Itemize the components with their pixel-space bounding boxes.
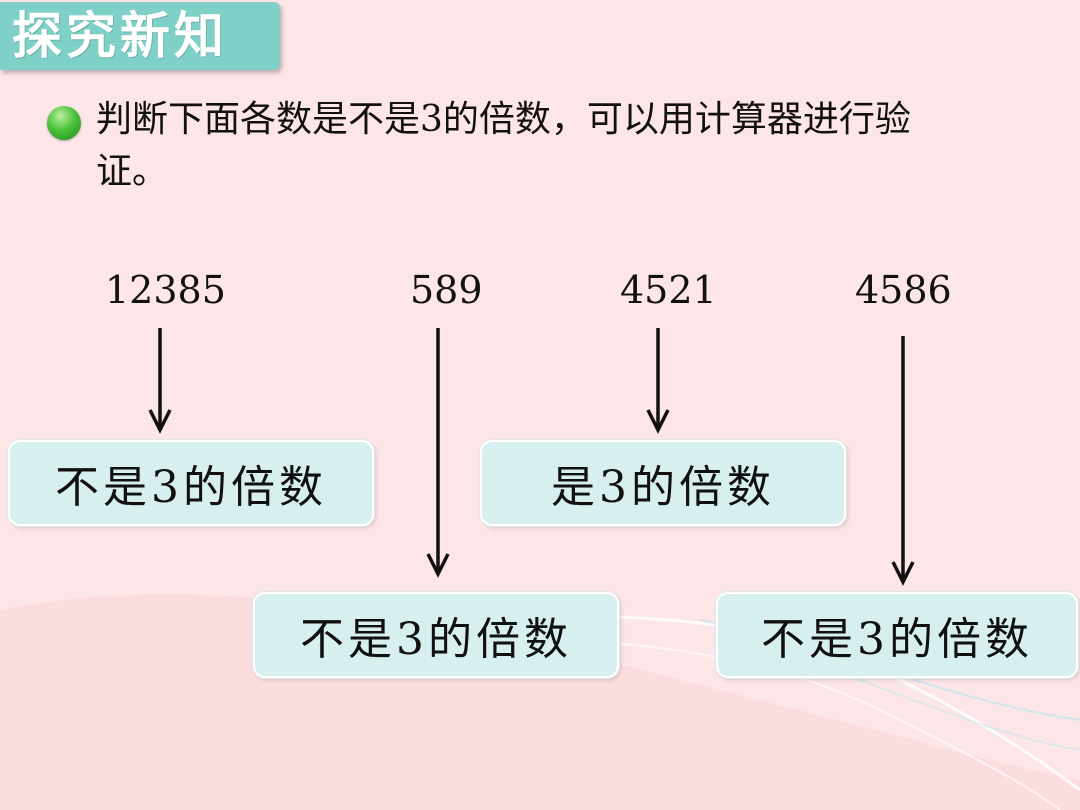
down-arrow-icon <box>148 328 172 434</box>
down-arrow-icon <box>891 336 915 586</box>
number-label: 589 <box>410 268 483 312</box>
down-arrow-icon <box>646 328 670 434</box>
answer-box: 是3的倍数 <box>480 440 846 526</box>
green-circle-bullet-icon <box>47 106 81 140</box>
answer-text: 是3的倍数 <box>551 462 775 513</box>
answer-box: 不是3的倍数 <box>716 592 1078 678</box>
answer-text: 不是3的倍数 <box>55 462 327 513</box>
question-text: 判断下面各数是不是3的倍数，可以用计算器进行验证。 <box>96 99 911 192</box>
answer-text: 不是3的倍数 <box>300 614 572 665</box>
page-title: 探究新知 <box>12 7 228 65</box>
number-label: 12385 <box>105 268 226 312</box>
title-banner: 探究新知 <box>0 2 280 70</box>
number-label: 4586 <box>855 268 952 312</box>
down-arrow-icon <box>426 328 450 578</box>
answer-box: 不是3的倍数 <box>253 592 619 678</box>
answer-text: 不是3的倍数 <box>761 614 1033 665</box>
answer-box: 不是3的倍数 <box>8 440 374 526</box>
number-label: 4521 <box>620 268 717 312</box>
